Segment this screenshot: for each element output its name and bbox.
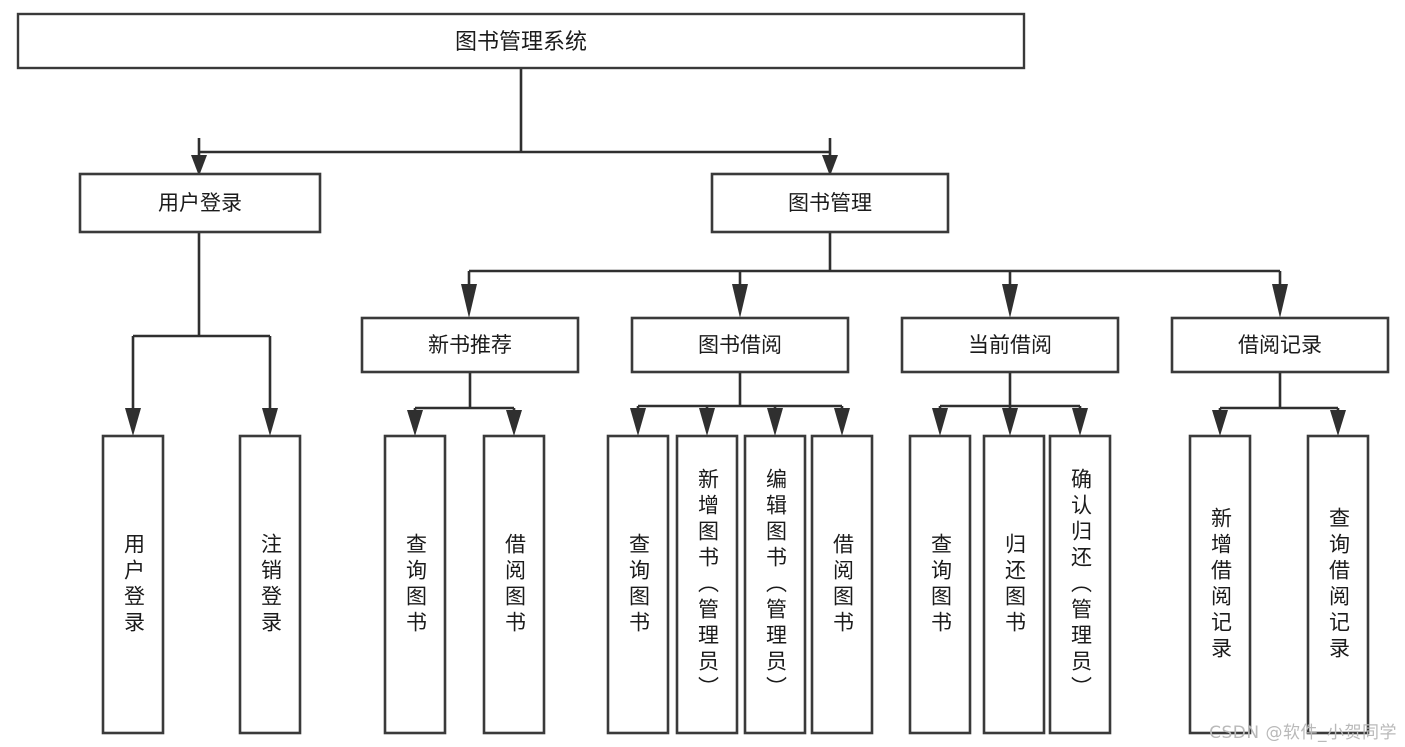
node-book-manage-label: 图书管理 <box>788 191 872 215</box>
arrow-head-user-login <box>191 155 207 176</box>
node-leaf-return-book[interactable] <box>982 434 1046 735</box>
arrow-head-leaf-edit-book <box>767 408 783 436</box>
node-leaf-borrow-book-2[interactable] <box>810 434 874 735</box>
arrow-head-leaf-confirm-return <box>1072 408 1088 436</box>
node-user-login-label: 用户登录 <box>158 191 242 215</box>
arrow-head-leaf-borrow-book-2 <box>834 408 850 436</box>
node-leaf-user-login[interactable] <box>101 434 165 735</box>
node-root[interactable] <box>16 12 1026 70</box>
arrow-head-new-book-rec <box>461 284 477 318</box>
arrow-head-leaf-query-book-3 <box>932 408 948 436</box>
arrow-head-leaf-logout <box>262 408 278 436</box>
node-new-book-rec[interactable] <box>360 316 580 374</box>
node-leaf-query-record[interactable] <box>1306 434 1370 735</box>
node-borrow-record[interactable] <box>1170 316 1390 374</box>
arrow-head-leaf-query-book-2 <box>630 408 646 436</box>
arrow-head-leaf-borrow-book-1 <box>506 410 522 436</box>
node-leaf-confirm-return[interactable] <box>1048 434 1112 735</box>
arrow-head-leaf-add-book <box>699 408 715 436</box>
node-leaf-borrow-book-1[interactable] <box>482 434 546 735</box>
arrow-head-current-borrow <box>1002 284 1018 318</box>
arrow-head-book-borrow <box>732 284 748 318</box>
arrow-head-leaf-query-record <box>1330 410 1346 436</box>
node-leaf-edit-book[interactable] <box>743 434 807 735</box>
arrow-head-leaf-user-login <box>125 408 141 436</box>
node-book-borrow[interactable] <box>630 316 850 374</box>
node-book-manage[interactable] <box>710 172 950 234</box>
node-current-borrow-label: 当前借阅 <box>968 333 1052 357</box>
node-root-label: 图书管理系统 <box>455 30 587 55</box>
csdn-watermark: CSDN @软件_小贺同学 <box>1209 723 1397 743</box>
edge-layer <box>125 68 1346 436</box>
node-current-borrow[interactable] <box>900 316 1120 374</box>
node-layer: 图书管理系统 用户登录 图书管理 新书推荐 图书借阅 当前借阅 借阅记录 <box>16 12 1390 735</box>
node-borrow-record-label: 借阅记录 <box>1238 333 1322 357</box>
arrow-head-leaf-add-record <box>1212 410 1228 436</box>
arrow-head-book-manage <box>822 155 838 176</box>
node-leaf-add-record[interactable] <box>1188 434 1252 735</box>
arrow-head-leaf-return-book <box>1002 408 1018 436</box>
arrow-head-borrow-record <box>1272 284 1288 318</box>
node-leaf-logout[interactable] <box>238 434 302 735</box>
node-leaf-query-book-1[interactable] <box>383 434 447 735</box>
node-book-borrow-label: 图书借阅 <box>698 333 782 357</box>
node-leaf-add-book[interactable] <box>675 434 739 735</box>
node-leaf-query-book-2[interactable] <box>606 434 670 735</box>
arrow-head-leaf-query-book-1 <box>407 410 423 436</box>
node-user-login[interactable] <box>78 172 322 234</box>
node-new-book-rec-label: 新书推荐 <box>428 333 512 357</box>
node-leaf-query-book-3[interactable] <box>908 434 972 735</box>
